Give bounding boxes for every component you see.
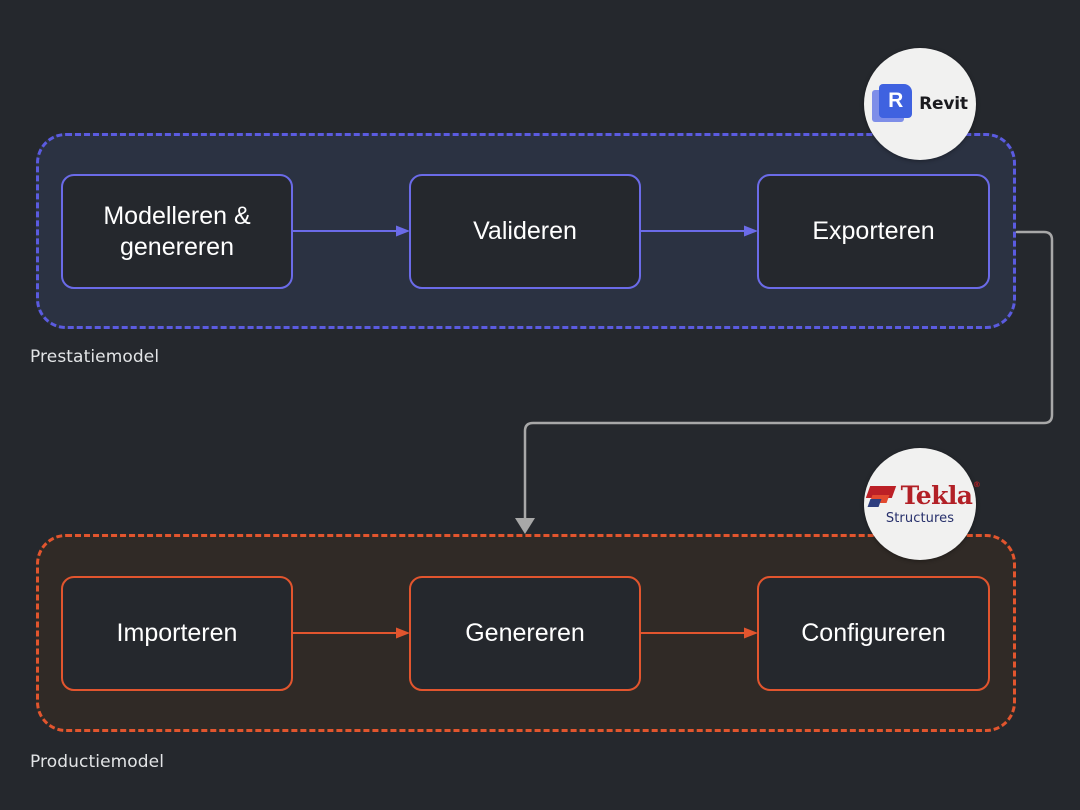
tekla-label: Tekla ® [900,481,981,510]
process-node-exporteren[interactable]: Exporteren [757,174,990,289]
tool-badge-tekla[interactable]: Tekla ® Structures [864,448,981,560]
process-node-configureren[interactable]: Configureren [757,576,990,691]
process-node-modelleren-genereren[interactable]: Modelleren & genereren [61,174,293,289]
arrow-importeren-to-genereren [292,627,410,639]
tekla-label-text: Tekla [900,481,973,510]
arrow-exporteren-to-productiemodel [515,230,1054,534]
revit-label: Revit [919,94,968,114]
group-caption-productiemodel: Productiemodel [30,752,165,772]
arrow-genereren-to-configureren [640,627,758,639]
tekla-icon [865,484,896,508]
process-node-valideren[interactable]: Valideren [409,174,641,289]
revit-icon: R [872,84,913,124]
arrow-valideren-to-exporteren [640,225,758,237]
tekla-trademark-icon: ® [972,480,981,489]
process-node-genereren[interactable]: Genereren [409,576,641,691]
tool-badge-revit[interactable]: R Revit [864,48,976,160]
tekla-sublabel: Structures [885,511,955,526]
arrow-modelleren-to-valideren [292,225,410,237]
process-node-importeren[interactable]: Importeren [61,576,293,691]
revit-icon-letter: R [879,84,913,118]
group-caption-prestatiemodel: Prestatiemodel [30,347,160,367]
